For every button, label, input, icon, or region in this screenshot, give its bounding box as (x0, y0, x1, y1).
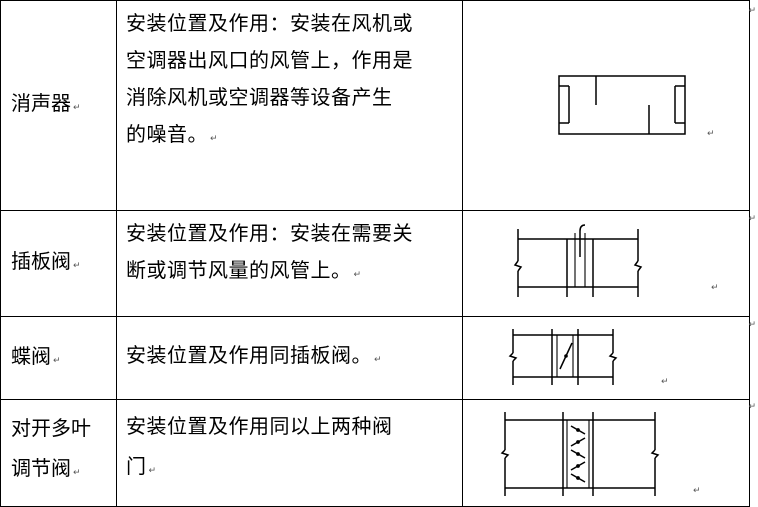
description-line: 空调器出风口的风管上，作用是 (126, 48, 413, 72)
component-name-cell: 消声器↵ (0, 0, 117, 211)
component-name: 蝶阀 (11, 343, 51, 368)
component-name-cell: 蝶阀↵ (0, 316, 117, 400)
table-row: 蝶阀↵ 安装位置及作用同插板阀。↵ (0, 316, 750, 400)
component-name: 消声器 (11, 91, 71, 115)
component-description-cell: 安装位置及作用：安装在风机或 空调器出风口的风管上，作用是 消除风机或空调器等设… (116, 0, 463, 211)
paragraph-mark: ↵ (374, 355, 383, 365)
component-symbol-cell: ↵ (462, 210, 750, 317)
table-row: 消声器↵ 安装位置及作用：安装在风机或 空调器出风口的风管上，作用是 消除风机或… (0, 0, 750, 211)
description-line: 的噪音。↵ (126, 122, 219, 146)
row-end-mark: ↵ (748, 320, 756, 330)
description-line: 安装位置及作用同以上两种阀 (126, 414, 393, 438)
table-row: 插板阀↵ 安装位置及作用：安装在需要关 断或调节风量的风管上。↵ (0, 210, 750, 317)
row-end-mark: ↵ (748, 6, 756, 16)
paragraph-mark: ↵ (73, 261, 81, 271)
component-name-cell: 对开多叶 调节阀↵ (0, 399, 117, 507)
paragraph-mark: ↵ (53, 355, 61, 366)
component-name-line: 对开多叶 (11, 416, 91, 440)
row-end-mark: ↵ (748, 214, 756, 224)
paragraph-mark: ↵ (148, 466, 157, 476)
butterfly-damper-symbol-icon (508, 329, 618, 385)
paragraph-mark: ↵ (73, 103, 81, 113)
description-line: 安装位置及作用：安装在需要关 (126, 221, 413, 245)
component-symbol-cell: ↵ (462, 316, 750, 400)
description-line: 断或调节风量的风管上。↵ (126, 258, 362, 282)
component-description-cell: 安装位置及作用：安装在需要关 断或调节风量的风管上。↵ (116, 210, 463, 317)
description-line: 门↵ (126, 454, 157, 478)
component-symbol-cell: ↵ (462, 399, 750, 507)
paragraph-mark: ↵ (693, 486, 701, 496)
component-symbol-cell: ↵ (462, 0, 750, 211)
paragraph-mark: ↵ (661, 377, 669, 387)
paragraph-mark: ↵ (711, 283, 719, 293)
table-row: 对开多叶 调节阀↵ 安装位置及作用同以上两种阀 门↵ (0, 399, 750, 507)
row-end-mark: ↵ (748, 402, 756, 412)
gate-damper-symbol-icon (513, 224, 643, 297)
description-line: 安装位置及作用同插板阀。↵ (126, 343, 383, 367)
paragraph-mark: ↵ (210, 134, 219, 144)
muffler-symbol-icon (558, 75, 686, 135)
component-name-cell: 插板阀↵ (0, 210, 117, 317)
component-description-cell: 安装位置及作用同插板阀。↵ (116, 316, 463, 400)
description-line: 安装位置及作用：安装在风机或 (126, 11, 413, 35)
paragraph-mark: ↵ (353, 270, 362, 280)
multi-leaf-damper-symbol-icon (500, 412, 660, 496)
paragraph-mark: ↵ (73, 468, 81, 478)
component-description-cell: 安装位置及作用同以上两种阀 门↵ (116, 399, 463, 507)
component-name: 插板阀 (11, 249, 71, 273)
paragraph-mark: ↵ (707, 129, 715, 139)
description-line: 消除风机或空调器等设备产生 (126, 85, 393, 109)
component-name-line: 调节阀↵ (11, 456, 81, 480)
